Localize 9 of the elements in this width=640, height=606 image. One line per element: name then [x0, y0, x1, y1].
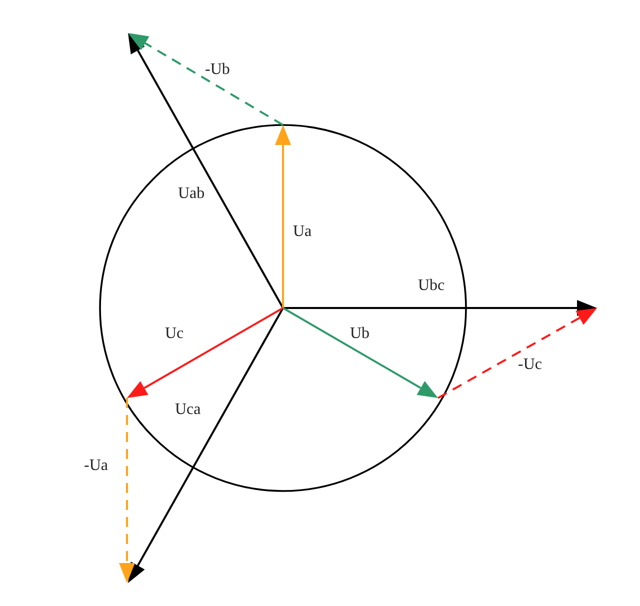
- phasor-label: -Ub: [205, 62, 230, 78]
- phasor-label: Ub: [350, 326, 370, 342]
- phasor-label: Ubc: [418, 278, 445, 294]
- phasor-label: Ua: [293, 224, 312, 240]
- phasor-label: Uc: [165, 326, 184, 342]
- phasor-label: Uca: [175, 402, 201, 418]
- phasor-label: -Ua: [84, 458, 108, 474]
- phasor-label: -Uc: [518, 357, 542, 373]
- phasor-label: Uab: [178, 186, 205, 202]
